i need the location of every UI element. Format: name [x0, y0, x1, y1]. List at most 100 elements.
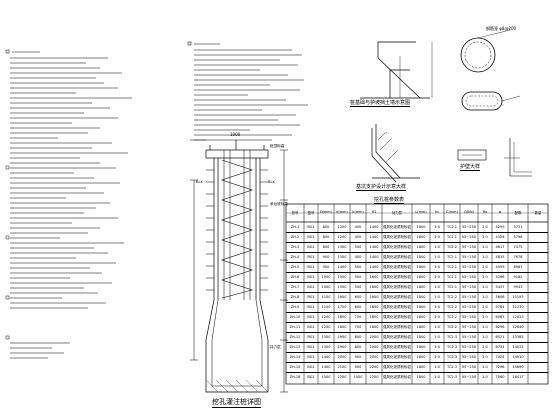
table-cell: 1:0 — [434, 355, 440, 359]
table-cell: ZH-6 — [290, 275, 300, 279]
table-title: 挖孔桩参数表 — [374, 197, 405, 204]
table-cell: ZH-14 — [289, 355, 301, 359]
table-cell: 12053 — [512, 315, 524, 319]
dim-top: 1000 — [230, 132, 241, 137]
table-cell: TC2.1 — [447, 225, 457, 229]
liner-ring-plan — [460, 29, 511, 73]
table-cell: 5731 — [513, 225, 523, 229]
table-cell: 1800 — [416, 315, 426, 319]
table-cell: ZH-13 — [289, 345, 301, 349]
table-cell: 2.0 — [482, 375, 488, 379]
table-cell: 600 — [354, 295, 362, 299]
table-cell: 7296 — [495, 365, 505, 369]
table-cell: 2.0 — [482, 325, 488, 329]
table-cell: 1800 — [416, 225, 426, 229]
table-cell: 1300 — [337, 245, 347, 249]
table-cell: 10193 — [512, 295, 524, 299]
table-header-cell: C(mm) — [446, 210, 458, 214]
table-row — [286, 352, 548, 353]
table-cell: 1800 — [416, 355, 426, 359]
table-cell: 2.0 — [482, 315, 488, 319]
table-cell: 9182 — [513, 275, 523, 279]
table-row — [286, 242, 548, 243]
table-cell: TC2.1 — [447, 275, 457, 279]
table-cell: 700 — [354, 325, 362, 329]
table-cell: 强风化泥质粉砂岩 — [383, 225, 411, 229]
table-cell: 2.0 — [482, 225, 488, 229]
table-cell: 1400 — [337, 265, 347, 269]
table-cell: 1600 — [369, 275, 379, 279]
table-cell: 1200 — [337, 235, 347, 239]
table-cell: 55~250 — [461, 255, 477, 259]
table-cell: 2200 — [369, 375, 379, 379]
table-cell: 2.0 — [482, 245, 488, 249]
table-cell: 2.0 — [482, 265, 488, 269]
table-cell: 1700 — [337, 305, 347, 309]
table-cell: 1400 — [321, 355, 331, 359]
table-cell: BG1 — [307, 265, 315, 269]
table-cell: 5437 — [495, 285, 505, 289]
table-header-cell: 持力层 — [391, 211, 403, 215]
table-cell: 1:0 — [434, 335, 440, 339]
table-cell: 1500 — [321, 375, 331, 379]
table-cell: 强风化泥质粉砂岩 — [383, 365, 411, 369]
table-cell: 1300 — [321, 335, 331, 339]
table-cell: 1800 — [416, 285, 426, 289]
table-cell: 强风化泥质粉砂岩 — [383, 295, 411, 299]
table-cell: 800 — [322, 245, 330, 249]
table-cell: 2100 — [337, 365, 347, 369]
construction-notes-middle — [187, 41, 308, 141]
table-row — [286, 372, 548, 373]
table-cell: 55~250 — [461, 305, 477, 309]
table-cell: ZH-12 — [289, 335, 301, 339]
table-cell: 1800 — [337, 315, 347, 319]
table-cell: 6296 — [495, 325, 505, 329]
table-row — [286, 312, 548, 313]
table-cell: ZH-3 — [290, 245, 300, 249]
table-cell: 55~250 — [461, 285, 477, 289]
pile-label: BLK — [268, 180, 275, 184]
table-cell: 5266 — [495, 275, 505, 279]
table-header-cell: L(mm) — [415, 210, 427, 214]
table-cell: 5606 — [495, 295, 505, 299]
table-cell: 1800 — [416, 335, 426, 339]
table-cell: 5798 — [513, 235, 523, 239]
table-cell: TC2.3 — [447, 355, 457, 359]
table-cell: ZH-9 — [290, 305, 300, 309]
table-cell: 1900 — [337, 335, 347, 339]
table-cell: 800 — [322, 235, 330, 239]
liner-capsule-plan — [461, 91, 521, 111]
table-cell: ZH-16 — [289, 375, 301, 379]
table-cell: 强风化泥质粉砂岩 — [383, 235, 411, 239]
table-cell: 2.0 — [482, 345, 488, 349]
table-cell: 1:0 — [434, 285, 440, 289]
table-cell: 1800 — [416, 325, 426, 329]
table-cell: 1800 — [416, 295, 426, 299]
table-cell: TC2.1 — [447, 255, 457, 259]
table-cell: 55~250 — [461, 345, 477, 349]
table-cell: 55~250 — [461, 245, 477, 249]
table-cell: BG1 — [307, 295, 315, 299]
table-cell: 900 — [322, 265, 330, 269]
table-cell: 55~250 — [461, 235, 477, 239]
table-cell: 1:0 — [434, 245, 440, 249]
table-cell: 1:0 — [434, 225, 440, 229]
table-cell: BG1 — [307, 315, 315, 319]
table-cell: TC2.3 — [447, 335, 457, 339]
table-cell: 1200 — [337, 225, 347, 229]
table-cell: 8987 — [513, 265, 523, 269]
table-row — [286, 262, 548, 263]
table-cell: 1800 — [337, 325, 347, 329]
table-cell: 4815 — [495, 255, 505, 259]
table-cell: BG1 — [307, 305, 315, 309]
table-cell: 4959 — [495, 265, 505, 269]
table-cell: TC2.2 — [447, 325, 457, 329]
general-notes-left — [5, 49, 132, 359]
table-cell: 1600 — [337, 295, 347, 299]
table-cell: BG1 — [307, 235, 315, 239]
table-cell: 1:0 — [434, 235, 440, 239]
table-cell: 900 — [354, 365, 362, 369]
table-cell: 1300 — [337, 255, 347, 259]
table-cell: 强风化泥质粉砂岩 — [383, 245, 411, 249]
